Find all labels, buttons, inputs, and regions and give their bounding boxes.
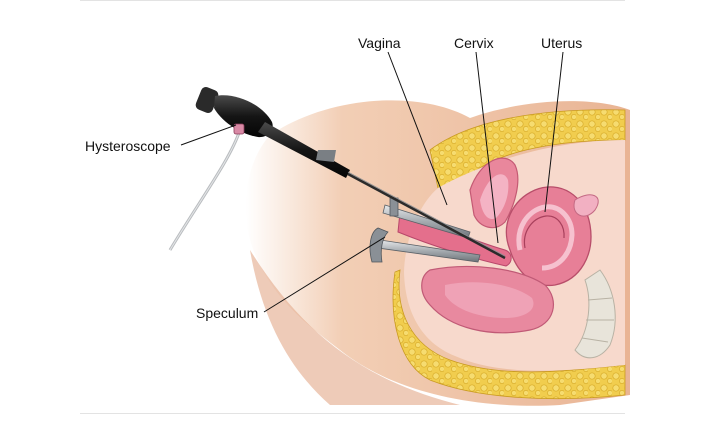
spine-segments bbox=[581, 297, 614, 343]
cervix-leader bbox=[475, 51, 499, 244]
rectum-lumen bbox=[445, 282, 534, 318]
bottom-divider bbox=[80, 413, 625, 414]
vagina-leader bbox=[387, 51, 448, 206]
fallopian-tube bbox=[573, 194, 599, 217]
spine bbox=[574, 269, 616, 359]
speculum-leader bbox=[263, 236, 386, 313]
hysteroscope bbox=[168, 87, 506, 260]
vagina-label: Vagina bbox=[358, 35, 401, 51]
uterine-cavity bbox=[516, 204, 575, 271]
uterus-leader bbox=[544, 51, 564, 213]
top-divider bbox=[80, 0, 625, 1]
cervix-label: Cervix bbox=[454, 35, 494, 51]
leader-lines bbox=[180, 51, 564, 313]
bladder-lumen bbox=[480, 174, 509, 220]
hysteroscope-leader bbox=[180, 124, 237, 146]
thigh-shadow bbox=[250, 250, 460, 405]
speculum-label: Speculum bbox=[196, 305, 258, 321]
hysteroscope-label: Hysteroscope bbox=[85, 138, 171, 154]
uterus-label: Uterus bbox=[541, 35, 582, 51]
fat-layer-lower bbox=[392, 269, 626, 400]
